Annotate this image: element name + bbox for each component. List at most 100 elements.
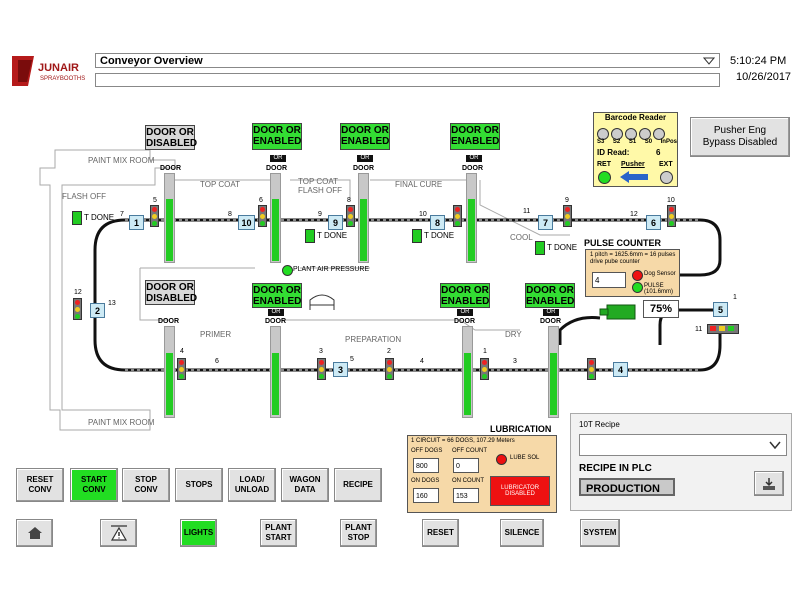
lubricator-disabled-button[interactable]: LUBRICATOR DISABLED	[490, 476, 550, 506]
pos-number: 5	[153, 197, 157, 204]
station-6[interactable]: 6	[646, 215, 661, 230]
indicator-s3	[597, 127, 609, 140]
door-bot-left[interactable]: DOOR OR DISABLED	[145, 280, 198, 305]
door-pillar	[164, 326, 175, 418]
logo-subtext: SPRAYBOOTHS	[40, 76, 86, 82]
off-dogs-value[interactable]: 800	[413, 458, 439, 473]
stack-light	[317, 358, 326, 380]
system-button[interactable]: SYSTEM	[580, 519, 620, 547]
station-10[interactable]: 10	[238, 215, 255, 230]
conveyor-track	[93, 218, 722, 372]
door-pillar	[462, 326, 473, 418]
load-unload-button[interactable]: LOAD/ UNLOAD	[228, 468, 276, 502]
plant-air-indicator	[282, 265, 293, 276]
station-2[interactable]: 2	[90, 303, 105, 318]
area-cool: COOL	[510, 233, 533, 242]
home-icon	[27, 527, 42, 539]
stack-light	[73, 298, 82, 320]
barcode-id-value: 6	[656, 148, 661, 157]
wagon-data-button[interactable]: WAGON DATA	[281, 468, 329, 502]
door-bot-1[interactable]: DOOR OR ENABLED	[252, 283, 302, 308]
on-dogs-value[interactable]: 160	[413, 488, 439, 503]
pos-number: 3	[513, 358, 517, 365]
barcode-indicators	[597, 125, 665, 143]
door-bot-2[interactable]: DOOR OR ENABLED	[440, 283, 490, 308]
indicator-s2	[611, 127, 623, 140]
screen-select[interactable]: Conveyor Overview	[95, 53, 720, 68]
barcode-title: Barcode Reader	[604, 113, 667, 122]
indicator-s1	[625, 127, 637, 140]
door-top-3[interactable]: DOOR OR ENABLED	[450, 123, 500, 150]
home-button[interactable]	[16, 519, 53, 547]
plant-stop-button[interactable]: PLANT STOP	[340, 519, 377, 547]
door-top-1[interactable]: DOOR OR ENABLED	[252, 123, 302, 150]
door-pillar	[164, 173, 175, 263]
pos-number: 11	[695, 326, 703, 333]
stack-light	[346, 205, 355, 227]
on-dogs-label: ON DOGS	[411, 478, 440, 484]
pos-number: 10	[667, 197, 675, 204]
pusher-bypass-button[interactable]: Pusher Eng Bypass Disabled	[690, 117, 790, 157]
ret-indicator	[598, 171, 611, 184]
recipe-in-plc-label: RECIPE IN PLC	[579, 463, 652, 474]
station-9[interactable]: 9	[328, 215, 343, 230]
station-7[interactable]: 7	[538, 215, 553, 230]
door-top-2[interactable]: DOOR OR ENABLED	[340, 123, 390, 150]
door-pillar	[270, 173, 281, 263]
stop-conv-button[interactable]: STOP CONV	[122, 468, 170, 502]
door-top-1-label: DOOR	[266, 165, 287, 172]
recipe-download-button[interactable]	[754, 471, 784, 496]
lubrication-title: LUBRICATION	[490, 424, 552, 434]
pos-number: 5	[350, 356, 354, 363]
pos-number: 3	[319, 348, 323, 355]
recipe-button[interactable]: RECIPE	[334, 468, 382, 502]
recipe-production-value: PRODUCTION	[579, 478, 675, 496]
logo-text: JUNAIR	[38, 62, 79, 74]
door-bot-3[interactable]: DOOR OR ENABLED	[525, 283, 575, 308]
reset-button[interactable]: RESET	[422, 519, 459, 547]
door-bot-3-label: DOOR	[540, 318, 561, 325]
door-top-left-label: DOOR	[160, 165, 181, 172]
door-bot-1-or: OR	[268, 309, 284, 316]
silence-button[interactable]: SILENCE	[500, 519, 544, 547]
arrow-left-icon	[620, 171, 648, 183]
door-bot-2-label: DOOR	[454, 318, 475, 325]
stack-light	[453, 205, 462, 227]
pos-number: 11	[523, 208, 531, 215]
area-flash-off: FLASH OFF	[62, 192, 107, 201]
pos-number: 13	[108, 300, 116, 307]
station-4[interactable]: 4	[613, 362, 628, 377]
station-3[interactable]: 3	[333, 362, 348, 377]
area-top-coat: TOP COAT	[200, 180, 241, 189]
door-top-1-or: OR	[270, 155, 286, 162]
recipe-title: 10T Recipe	[579, 420, 620, 429]
pulse-title: PULSE COUNTER	[584, 238, 662, 248]
pos-number: 1	[733, 294, 737, 301]
pos-number: 8	[347, 197, 351, 204]
lubrication-panel: 1 CIRCUIT = 66 DOGS, 107.29 Meters OFF D…	[407, 435, 557, 513]
reset-conv-button[interactable]: RESET CONV	[16, 468, 64, 502]
stops-button[interactable]: STOPS	[175, 468, 223, 502]
door-pillar	[358, 173, 369, 263]
recipe-select[interactable]	[579, 434, 787, 456]
start-conv-button[interactable]: START CONV	[70, 468, 118, 502]
indicator-s0	[639, 127, 651, 140]
station-1[interactable]: 1	[129, 215, 144, 230]
pulse-label: PULSE (101.6mm)	[644, 283, 674, 295]
lube-info: 1 CIRCUIT = 66 DOGS, 107.29 Meters	[411, 438, 515, 444]
pos-number: 9	[318, 211, 322, 218]
stack-light	[667, 205, 676, 227]
recipe-panel: 10T Recipe RECIPE IN PLC PRODUCTION	[570, 413, 792, 511]
on-count-label: ON COUNT	[452, 478, 484, 484]
station-5[interactable]: 5	[713, 302, 728, 317]
door-top-left[interactable]: DOOR OR DISABLED	[145, 125, 198, 150]
plant-start-button[interactable]: PLANT START	[260, 519, 297, 547]
alarm-button[interactable]	[100, 519, 137, 547]
stack-light	[480, 358, 489, 380]
station-8[interactable]: 8	[430, 215, 445, 230]
pos-number: 2	[387, 348, 391, 355]
lights-button[interactable]: LIGHTS	[180, 519, 217, 547]
stack-light	[587, 358, 596, 380]
